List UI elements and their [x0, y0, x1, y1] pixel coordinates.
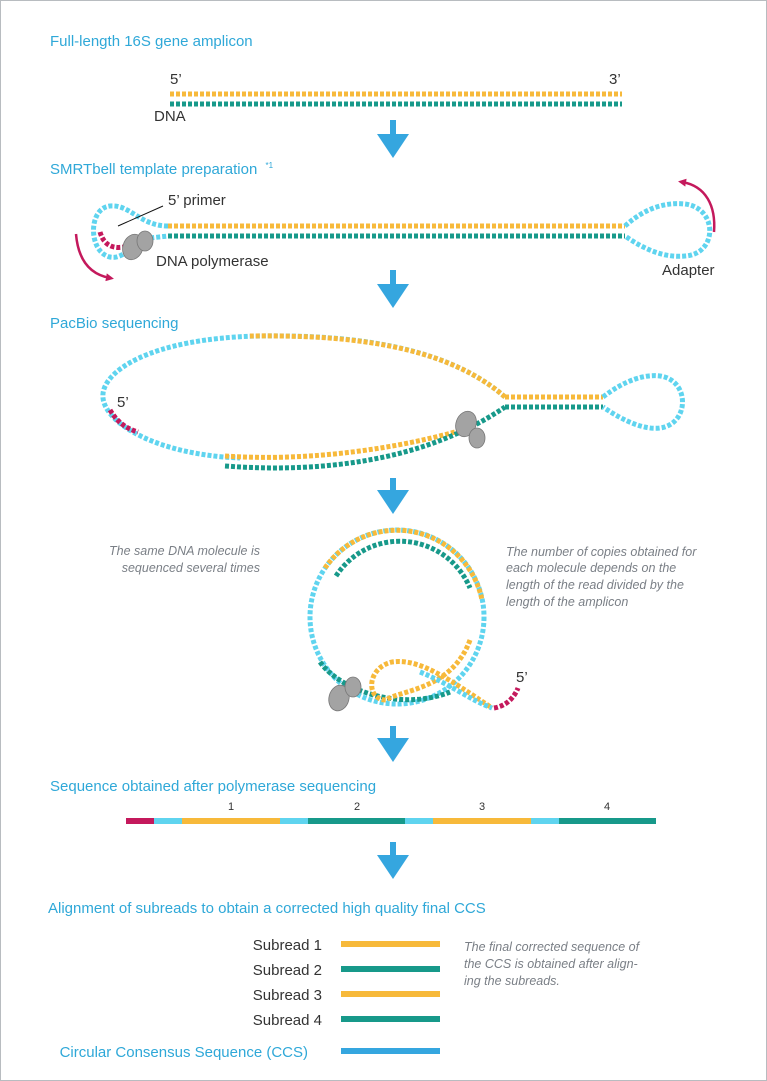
note-right-line-2: each molecule depends on the: [506, 561, 676, 575]
smrtbell-title-text: SMRTbell template preparation: [50, 161, 257, 178]
down-arrow-5: [377, 842, 409, 879]
alignment-note-line-3: ing the subreads.: [464, 974, 560, 988]
polymerase-label: DNA polymerase: [156, 253, 269, 270]
down-arrow-2: [377, 270, 409, 308]
right-curved-arrow: [678, 178, 716, 233]
polymerase-icon: [122, 230, 154, 261]
down-arrow-4: [377, 726, 409, 762]
subread-label-2: Subread 2: [253, 962, 322, 979]
down-arrow-3: [377, 478, 409, 514]
subread-label-4: Subread 4: [253, 1012, 322, 1029]
note-right-line-4: length of the amplicon: [506, 595, 628, 609]
pacbio-title: PacBio sequencing: [50, 315, 178, 332]
circle-inner-loop: [369, 639, 494, 711]
note-right-line-1: The number of copies obtained for: [506, 545, 697, 559]
sequence-bar: [126, 818, 656, 824]
alignment-note: The final corrected sequence of the CCS …: [464, 940, 641, 988]
note-left-line-2: sequenced several times: [122, 561, 260, 575]
alignment-note-line-2: the CCS is obtained after align-: [464, 957, 638, 971]
five-prime-label: 5’: [170, 71, 182, 88]
right-adapter-loop: [623, 201, 713, 259]
circle-five-prime: 5’: [516, 669, 528, 686]
three-prime-label: 3’: [609, 71, 621, 88]
left-curved-arrow: [74, 233, 114, 282]
footnote-marker: *1: [266, 161, 274, 170]
note-right-line-3: length of the read divided by the: [506, 578, 684, 592]
subread-label-3: Subread 3: [253, 987, 322, 1004]
ccs-bar: [341, 1048, 440, 1054]
smrtbell-title: SMRTbell template preparation *1: [50, 161, 274, 178]
circle-tail-adapter: [419, 669, 493, 711]
alignment-note-line-1: The final corrected sequence of: [464, 940, 641, 954]
dna-label: DNA: [154, 108, 186, 125]
note-right: The number of copies obtained for each m…: [506, 545, 697, 609]
segment-number-4: 4: [604, 801, 610, 813]
primer-pointer-line: [117, 205, 164, 227]
segment-number-1: 1: [228, 801, 234, 813]
down-arrow-1: [377, 120, 409, 158]
subread-bar-2: [341, 966, 440, 972]
circle-outer-yellow: [322, 527, 485, 601]
circle-lower-teal: [317, 660, 451, 703]
amplicon-title: Full-length 16S gene amplicon: [50, 33, 253, 50]
pacbio-polymerase-icon: [455, 410, 486, 449]
alignment-title: Alignment of subreads to obtain a correc…: [48, 900, 486, 917]
note-left-line-1: The same DNA molecule is: [109, 544, 260, 558]
sequence-title: Sequence obtained after polymerase seque…: [50, 778, 376, 795]
segment-number-3: 3: [479, 801, 485, 813]
pacbio-primer: [107, 408, 139, 435]
subread-bar-1: [341, 941, 440, 947]
pacbio-top-arc: [249, 333, 507, 399]
subread-bar-3: [341, 991, 440, 997]
circle-polymerase-icon: [328, 676, 362, 712]
circle-tail-primer: [493, 686, 521, 711]
ccs-label: Circular Consensus Sequence (CCS): [60, 1044, 308, 1061]
subread-label-1: Subread 1: [253, 937, 322, 954]
pacbio-five-prime: 5’: [117, 394, 129, 411]
pacbio-right-loop: [601, 373, 685, 431]
adapter-label: Adapter: [662, 262, 715, 279]
primer-label: 5’ primer: [168, 192, 226, 209]
segment-number-2: 2: [354, 801, 360, 813]
pacbio-inner-yellow: [224, 427, 463, 460]
pacbio-outer-teal: [224, 404, 507, 471]
subread-bar-4: [341, 1016, 440, 1022]
note-left: The same DNA molecule is sequenced sever…: [109, 544, 260, 575]
